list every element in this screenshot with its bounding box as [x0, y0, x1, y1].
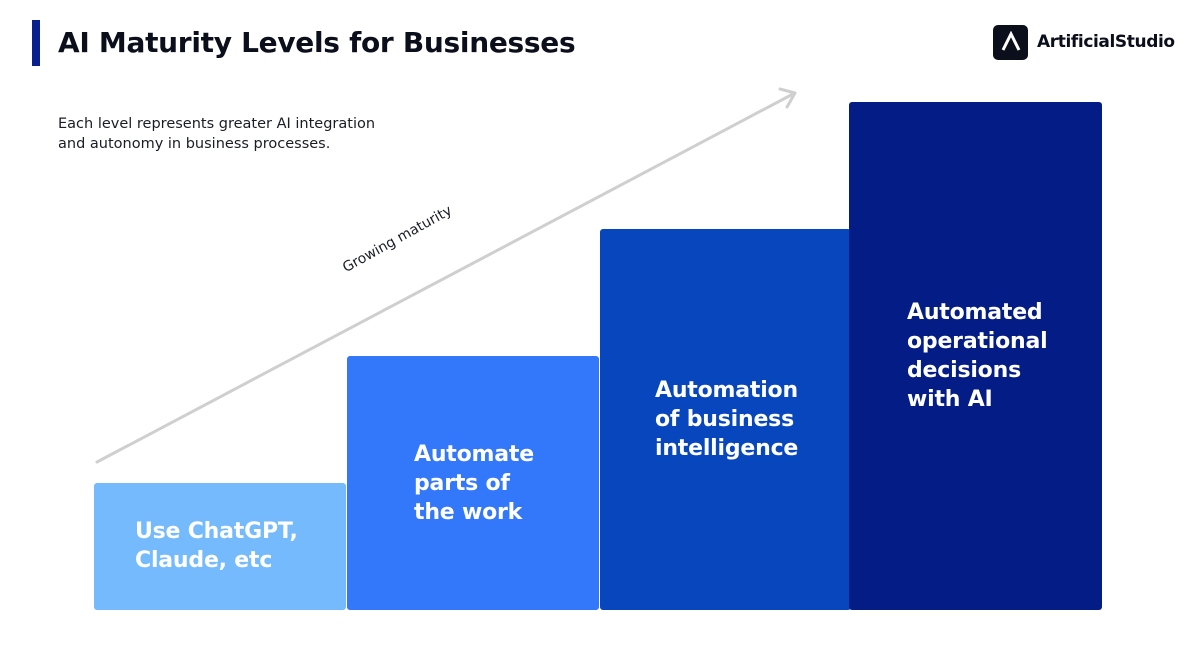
page-title: AI Maturity Levels for Businesses [58, 26, 576, 59]
subtitle-line-2: and autonomy in business processes. [58, 136, 331, 152]
level-3-line: Automation [655, 378, 798, 403]
level-2-line: parts of [414, 471, 510, 496]
level-2-block: Automate parts of the work [347, 356, 599, 610]
artificialstudio-logo-icon [993, 24, 1028, 60]
growth-arrow-line [95, 92, 795, 464]
level-4-line: with AI [907, 387, 993, 412]
level-4-line: decisions [907, 358, 1021, 383]
level-1-line: Claude, etc [135, 548, 273, 573]
level-4-text: Automated operational decisions with AI [907, 298, 1048, 414]
level-4-block: Automated operational decisions with AI [849, 102, 1102, 610]
level-3-text: Automation of business intelligence [655, 376, 798, 463]
level-2-line: Automate [414, 442, 534, 467]
level-4-line: operational [907, 329, 1048, 354]
subtitle-line-1: Each level represents greater AI integra… [58, 116, 376, 132]
subtitle: Each level represents greater AI integra… [58, 114, 418, 154]
level-1-block: Use ChatGPT, Claude, etc [94, 483, 346, 610]
title-accent-bar [32, 20, 40, 66]
level-1-line: Use ChatGPT, [135, 519, 298, 544]
brand: ArtificialStudio [993, 24, 1175, 60]
arrow-head-icon [778, 87, 797, 109]
level-3-line: of business [655, 407, 794, 432]
level-4-line: Automated [907, 300, 1043, 325]
brand-name: ArtificialStudio [1037, 32, 1175, 52]
level-2-text: Automate parts of the work [414, 440, 534, 527]
level-2-line: the work [414, 500, 523, 525]
level-3-line: intelligence [655, 436, 799, 461]
level-1-text: Use ChatGPT, Claude, etc [135, 517, 298, 575]
level-3-block: Automation of business intelligence [600, 229, 851, 610]
